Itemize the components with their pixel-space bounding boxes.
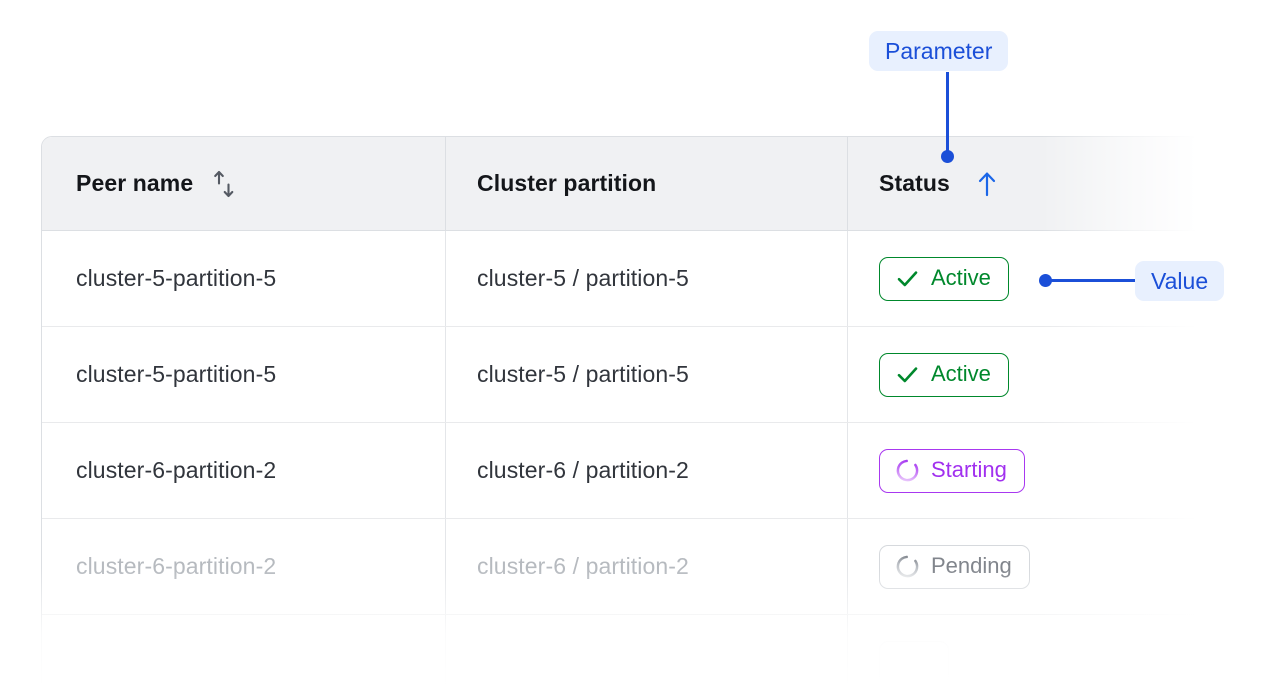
- status-badge: [879, 640, 949, 685]
- column-divider-1: [445, 327, 446, 422]
- column-header-peer-name[interactable]: Peer name: [42, 137, 446, 230]
- annotation-parameter-connector-dot: [941, 150, 954, 163]
- cell-status: [848, 615, 1200, 688]
- column-header-cluster-partition[interactable]: Cluster partition: [446, 137, 848, 230]
- annotation-parameter-badge: Parameter: [869, 31, 1009, 71]
- column-divider-1: [445, 423, 446, 518]
- peer-name-value: cluster-6-partition-2: [76, 553, 277, 579]
- status-label: Active: [931, 360, 991, 386]
- status-badge: Active: [879, 352, 1009, 397]
- peer-name-value: cluster-5-partition-5: [76, 265, 277, 291]
- peers-table-container: Peer name Cluster partition: [41, 136, 1201, 688]
- cell-cluster-partition: cluster-6 / partition-2: [446, 519, 848, 614]
- sort-updown-icon[interactable]: [211, 169, 237, 199]
- column-header-status[interactable]: Status: [848, 137, 1200, 230]
- cell-status: Pending: [848, 519, 1200, 614]
- status-badge: Pending: [879, 544, 1030, 589]
- table-row[interactable]: cluster-6-partition-2 cluster-6 / partit…: [42, 519, 1200, 615]
- arrow-up-icon[interactable]: [976, 171, 998, 197]
- cell-peer-name: cluster-6-partition-2: [42, 423, 446, 518]
- spinner-icon: [895, 458, 920, 483]
- cell-status: Active: [848, 231, 1200, 326]
- column-header-cluster-partition-label: Cluster partition: [477, 170, 657, 196]
- column-divider-1: [445, 137, 446, 230]
- column-divider-1: [445, 231, 446, 326]
- cell-cluster-partition: [446, 615, 848, 688]
- cell-cluster-partition: cluster-5 / partition-5: [446, 327, 848, 422]
- column-divider-2: [847, 423, 848, 518]
- table-row[interactable]: cluster-5-partition-5 cluster-5 / partit…: [42, 327, 1200, 423]
- table-header-row: Peer name Cluster partition: [42, 137, 1200, 231]
- cell-peer-name: cluster-6-partition-2: [42, 519, 446, 614]
- peer-name-value: cluster-6-partition-2: [76, 457, 277, 483]
- table-row[interactable]: cluster-6-partition-2 cluster-6 / partit…: [42, 423, 1200, 519]
- status-label: Starting: [931, 456, 1007, 482]
- column-divider-2: [847, 519, 848, 614]
- column-divider-2: [847, 231, 848, 326]
- table-row[interactable]: [42, 615, 1200, 688]
- spinner-icon: [895, 650, 920, 675]
- status-label: Pending: [931, 552, 1012, 578]
- annotation-parameter-connector-line: [946, 72, 949, 154]
- peers-table: Peer name Cluster partition: [41, 136, 1201, 688]
- cluster-partition-value: cluster-5 / partition-5: [477, 265, 689, 291]
- cell-status: Starting: [848, 423, 1200, 518]
- check-icon: [895, 362, 920, 387]
- cell-cluster-partition: cluster-6 / partition-2: [446, 423, 848, 518]
- status-badge: Active: [879, 256, 1009, 301]
- column-header-peer-name-label: Peer name: [76, 170, 194, 196]
- cell-status: Active: [848, 327, 1200, 422]
- annotation-value-connector-line: [1046, 279, 1138, 282]
- cell-peer-name: [42, 615, 446, 688]
- cell-cluster-partition: cluster-5 / partition-5: [446, 231, 848, 326]
- column-divider-2: [847, 137, 848, 230]
- cluster-partition-value: cluster-6 / partition-2: [477, 553, 689, 579]
- spinner-icon: [895, 554, 920, 579]
- annotation-value-badge: Value: [1135, 261, 1225, 301]
- check-icon: [895, 266, 920, 291]
- cell-peer-name: cluster-5-partition-5: [42, 327, 446, 422]
- cluster-partition-value: cluster-5 / partition-5: [477, 361, 689, 387]
- status-badge: Starting: [879, 448, 1025, 493]
- annotation-value-connector-dot: [1039, 274, 1052, 287]
- table-row[interactable]: cluster-5-partition-5 cluster-5 / partit…: [42, 231, 1200, 327]
- column-divider-1: [445, 519, 446, 614]
- cell-peer-name: cluster-5-partition-5: [42, 231, 446, 326]
- status-label: Active: [931, 264, 991, 290]
- column-header-status-label: Status: [879, 170, 950, 196]
- column-divider-2: [847, 327, 848, 422]
- cluster-partition-value: cluster-6 / partition-2: [477, 457, 689, 483]
- peer-name-value: cluster-5-partition-5: [76, 361, 277, 387]
